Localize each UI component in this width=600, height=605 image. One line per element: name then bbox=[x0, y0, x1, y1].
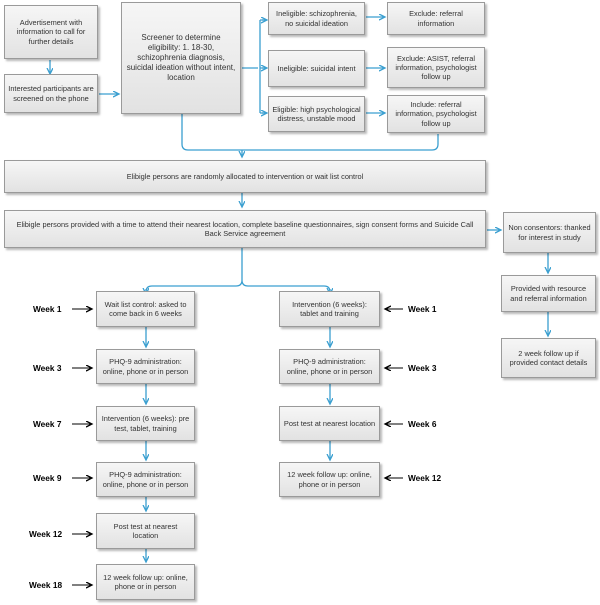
screener-box: Screener to determine eligibility: 1. 18… bbox=[121, 2, 241, 114]
include-referral-text: Include: referral information, psycholog… bbox=[395, 100, 477, 128]
screener-text: Screener to determine eligibility: 1. 18… bbox=[126, 33, 236, 82]
waitlist-control-text: Wait list control: asked to come back in… bbox=[104, 299, 187, 318]
ineligible-intent-text: Ineligible: suicidal intent bbox=[277, 63, 356, 73]
two-week-followup-box: 2 week follow up if provided contact det… bbox=[501, 338, 596, 378]
eligible-high-distress-box: Eligible: high psychological distress, u… bbox=[268, 96, 365, 132]
advertisement-box: Advertisement with information to call f… bbox=[4, 5, 98, 59]
screened-phone-box: Interested participants are screened on … bbox=[4, 74, 98, 113]
int-followup-text: 12 week follow up: online, phone or in p… bbox=[287, 470, 372, 489]
wl-post-test-box: Post test at nearest location bbox=[96, 513, 195, 549]
exclude-asist-text: Exclude: ASIST, referral information, ps… bbox=[395, 53, 477, 82]
wl-intervention-text: Intervention (6 weeks): pre test, tablet… bbox=[101, 414, 190, 433]
week-label-left-1: Week 1 bbox=[33, 304, 62, 314]
wl-intervention-box: Intervention (6 weeks): pre test, tablet… bbox=[96, 406, 195, 441]
ineligible-schizophrenia-text: Ineligible: schizophrenia, no suicidal i… bbox=[276, 9, 357, 28]
week-label-left-6: Week 18 bbox=[29, 580, 63, 590]
exclude-asist-box: Exclude: ASIST, referral information, ps… bbox=[387, 47, 485, 88]
randomly-allocated-box: Elibigle persons are randomly allocated … bbox=[4, 160, 486, 193]
ineligible-schizophrenia-box: Ineligible: schizophrenia, no suicidal i… bbox=[268, 2, 365, 35]
non-consentors-text: Non consentors: thanked for interest in … bbox=[508, 223, 591, 242]
wl-phq-box-2: PHQ-9 administration: online, phone or i… bbox=[96, 462, 195, 497]
wl-phq-text-1: PHQ-9 administration: online, phone or i… bbox=[102, 357, 189, 376]
week-label-left-5: Week 12 bbox=[29, 529, 63, 539]
connector-screener-branch bbox=[242, 19, 264, 114]
include-referral-box: Include: referral information, psycholog… bbox=[387, 95, 485, 133]
two-week-followup-text: 2 week follow up if provided contact det… bbox=[509, 348, 588, 367]
wl-post-test-text: Post test at nearest location bbox=[113, 521, 178, 540]
randomly-allocated-text: Elibigle persons are randomly allocated … bbox=[126, 171, 364, 181]
ineligible-intent-box: Ineligible: suicidal intent bbox=[268, 50, 365, 87]
wl-phq-box-1: PHQ-9 administration: online, phone or i… bbox=[96, 349, 195, 384]
exclude-referral-box: Exclude: referral information bbox=[387, 2, 485, 35]
provided-resource-box: Provided with resource and referral info… bbox=[501, 275, 596, 312]
waitlist-control-box: Wait list control: asked to come back in… bbox=[96, 291, 195, 327]
int-followup-box: 12 week follow up: online, phone or in p… bbox=[279, 462, 380, 497]
week-label-right-3: Week 6 bbox=[408, 419, 437, 429]
int-post-test-text: Post test at nearest location bbox=[283, 418, 376, 428]
int-post-test-box: Post test at nearest location bbox=[279, 406, 380, 441]
eligible-provided-box: Elibigle persons provided with a time to… bbox=[4, 210, 486, 248]
eligible-provided-text: Elibigle persons provided with a time to… bbox=[16, 219, 474, 238]
advertisement-text: Advertisement with information to call f… bbox=[16, 18, 86, 46]
wl-phq-text-2: PHQ-9 administration: online, phone or i… bbox=[102, 470, 189, 489]
non-consentors-box: Non consentors: thanked for interest in … bbox=[503, 212, 596, 253]
int-intervention-text: Intervention (6 weeks): tablet and train… bbox=[292, 299, 367, 318]
provided-resource-text: Provided with resource and referral info… bbox=[510, 284, 587, 303]
week-label-right-2: Week 3 bbox=[408, 363, 437, 373]
int-phq-box: PHQ-9 administration: online, phone or i… bbox=[279, 349, 380, 384]
connector-to-randomly bbox=[181, 114, 439, 156]
int-phq-text: PHQ-9 administration: online, phone or i… bbox=[286, 357, 373, 376]
exclude-referral-text: Exclude: referral information bbox=[409, 9, 463, 28]
connector-provided-split bbox=[145, 248, 331, 293]
week-label-right-4: Week 12 bbox=[408, 473, 442, 483]
wl-followup-box: 12 week follow up: online, phone or in p… bbox=[96, 564, 195, 600]
screened-phone-text: Interested participants are screened on … bbox=[8, 84, 94, 103]
week-label-right-1: Week 1 bbox=[408, 304, 437, 314]
wl-followup-text: 12 week follow up: online, phone or in p… bbox=[103, 572, 188, 591]
eligible-high-distress-text: Eligible: high psychological distress, u… bbox=[272, 104, 361, 123]
int-intervention-box: Intervention (6 weeks): tablet and train… bbox=[279, 291, 380, 327]
week-label-left-4: Week 9 bbox=[33, 473, 62, 483]
week-label-left-3: Week 7 bbox=[33, 419, 62, 429]
week-label-left-2: Week 3 bbox=[33, 363, 62, 373]
